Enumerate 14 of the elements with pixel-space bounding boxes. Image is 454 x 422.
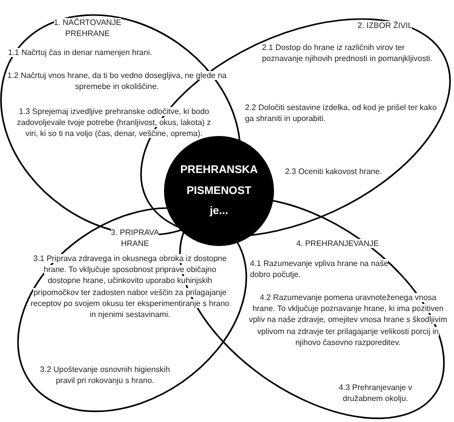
item-text: 2.1 Dostop do hrane iz različnih virov ter poznavanje njihovih prednosti in pomanjkljivosti. xyxy=(262,42,434,64)
item-text: 1.1 Načrtuj čas in denar namenjen hrani. xyxy=(8,46,154,58)
heading-text: 4. PREHRANJEVANJE xyxy=(295,238,380,250)
item-text: 4.3 Prehranjevanje v družabnem okolju. xyxy=(338,382,414,404)
item-text: 3.1 Priprava zdravega in okusnega obroka iz dostopne hrane. To vključuje sposobnost priprave običajno dostopne hrane, učinkovito uporabo kuhinjskih pripomočkov ter zadosten nabor veščin za prilagajanje receptov po svojem okusu ter eksperimentiranje s hrano in njenimi sestavinami. xyxy=(30,252,230,320)
item-text: 4.1 Razumevanje vpliva hrane na naše dobro počutje. xyxy=(250,258,390,280)
item-text: 3.2 Upoštevanje osnovnih higienskih pravil pri rokovanju s hrano. xyxy=(40,364,170,386)
item-text: 2.2 Določiti sestavine izdelka, od kod je prišel ter kako ga shraniti in uporabiti. xyxy=(244,102,438,124)
item-text: 2.3 Oceniti kakovost hrane. xyxy=(284,166,383,178)
item-text: 1.2 Načrtuj vnos hrane, da ti bo vedno dosegljiva, ne glede na spremebe in okoliščine. xyxy=(6,70,228,92)
center-title: PREHRANSKA PISMENOST je... xyxy=(179,162,259,220)
heading-text: 2. IZBOR ŽIVIL xyxy=(356,20,414,32)
item-text: 4.2 Razumevanje pomena uravnoteženega vnosa hrane. To vključuje poznavanje hrane, ki ima pozitiven vpliv na naše zdravje, omejitev vnosa hrane s škodljivim vplivom na zdravje ter prilagajanje velikosti porcij in njihovo časovno razporeditev. xyxy=(248,292,448,348)
item-text: 1.3 Sprejemaj izvedljive prehranske odločitve, ki bodo zadovoljevale tvoje potrebe (hranljivost, okus, lakota) z viri, ki so ti na voljo (čas, denar, veščine, oprema). xyxy=(16,106,212,140)
